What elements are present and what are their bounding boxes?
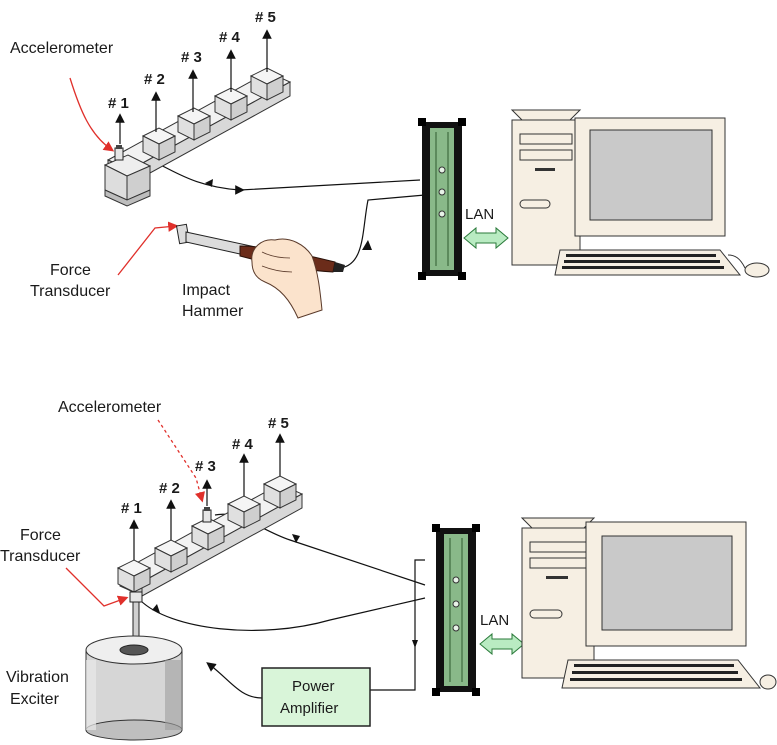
amp-input-cable <box>370 559 425 691</box>
accelerometer-pointer-top <box>69 77 115 152</box>
point-label-4-top: # 4 <box>219 29 241 46</box>
force-transducer-label-top-1: Force <box>50 262 91 279</box>
accel-cable-arrow <box>205 179 213 187</box>
point-arrows-bottom <box>129 433 285 560</box>
measurement-blocks-top <box>141 67 285 161</box>
acquisition-rack-top <box>418 118 466 280</box>
force-transducer-label-top-2: Transducer <box>30 283 111 300</box>
power-amplifier-label-1: Power <box>292 678 335 695</box>
exciter-drive-cable <box>206 662 263 699</box>
point-label-5-bottom: # 5 <box>268 415 289 432</box>
accel-cable-arrow-bottom <box>292 534 300 543</box>
measurement-blocks-bottom <box>116 475 298 593</box>
acquisition-rack-bottom <box>432 524 480 696</box>
point-label-1-bottom: # 1 <box>121 500 142 517</box>
force-transducer-label-bottom-2: Transducer <box>0 548 81 565</box>
point-label-2-top: # 2 <box>144 71 165 88</box>
vibration-exciter-label-1: Vibration <box>6 669 69 686</box>
accelerometer-label-bottom: Accelerometer <box>58 399 162 416</box>
vibration-exciter <box>85 635 183 741</box>
accelerometer-label-top: Accelerometer <box>10 40 114 57</box>
force-cable-bottom <box>139 597 426 631</box>
point-label-5-top: # 5 <box>255 9 276 26</box>
computer-top <box>510 109 770 278</box>
force-cable-arrow-bottom <box>152 604 160 613</box>
point-label-3-bottom: # 3 <box>195 458 216 475</box>
vibration-exciter-label-2: Exciter <box>10 691 60 708</box>
point-label-2-bottom: # 2 <box>159 480 180 497</box>
computer-bottom <box>520 517 777 690</box>
amp-cable-arrow <box>412 640 418 648</box>
force-transducer-pointer-top <box>117 221 179 276</box>
impact-test-panel: # 1 # 2 # 3 # 4 # 5 Accelerometer Force … <box>10 9 770 320</box>
shaker-test-panel: # 1 # 2 # 3 # 4 # 5 Accelerometer Force … <box>0 399 777 741</box>
force-transducer-pointer-bottom <box>65 567 129 607</box>
impact-hammer-label-2: Hammer <box>182 303 244 320</box>
impact-hammer <box>175 223 345 319</box>
hammer-cable-arrow <box>362 240 372 250</box>
force-transducer-label-bottom-1: Force <box>20 527 61 544</box>
hammer-cable <box>339 194 426 269</box>
point-arrows-top <box>115 29 272 144</box>
lan-label-bottom: LAN <box>480 612 509 629</box>
accelerometer-pointer-bottom <box>157 419 205 503</box>
impact-hammer-label-1: Impact <box>182 282 231 299</box>
lan-label-top: LAN <box>465 206 494 223</box>
lan-arrow-top <box>463 226 509 250</box>
accelerometer-sensor-bottom <box>202 507 212 523</box>
power-amplifier <box>261 667 371 727</box>
point-label-3-top: # 3 <box>181 49 202 66</box>
accelerometer-sensor-top <box>114 145 124 161</box>
point-label-4-bottom: # 4 <box>232 436 254 453</box>
point-label-1-top: # 1 <box>108 95 129 112</box>
power-amplifier-label-2: Amplifier <box>280 700 338 717</box>
lan-arrow-bottom <box>479 632 525 656</box>
